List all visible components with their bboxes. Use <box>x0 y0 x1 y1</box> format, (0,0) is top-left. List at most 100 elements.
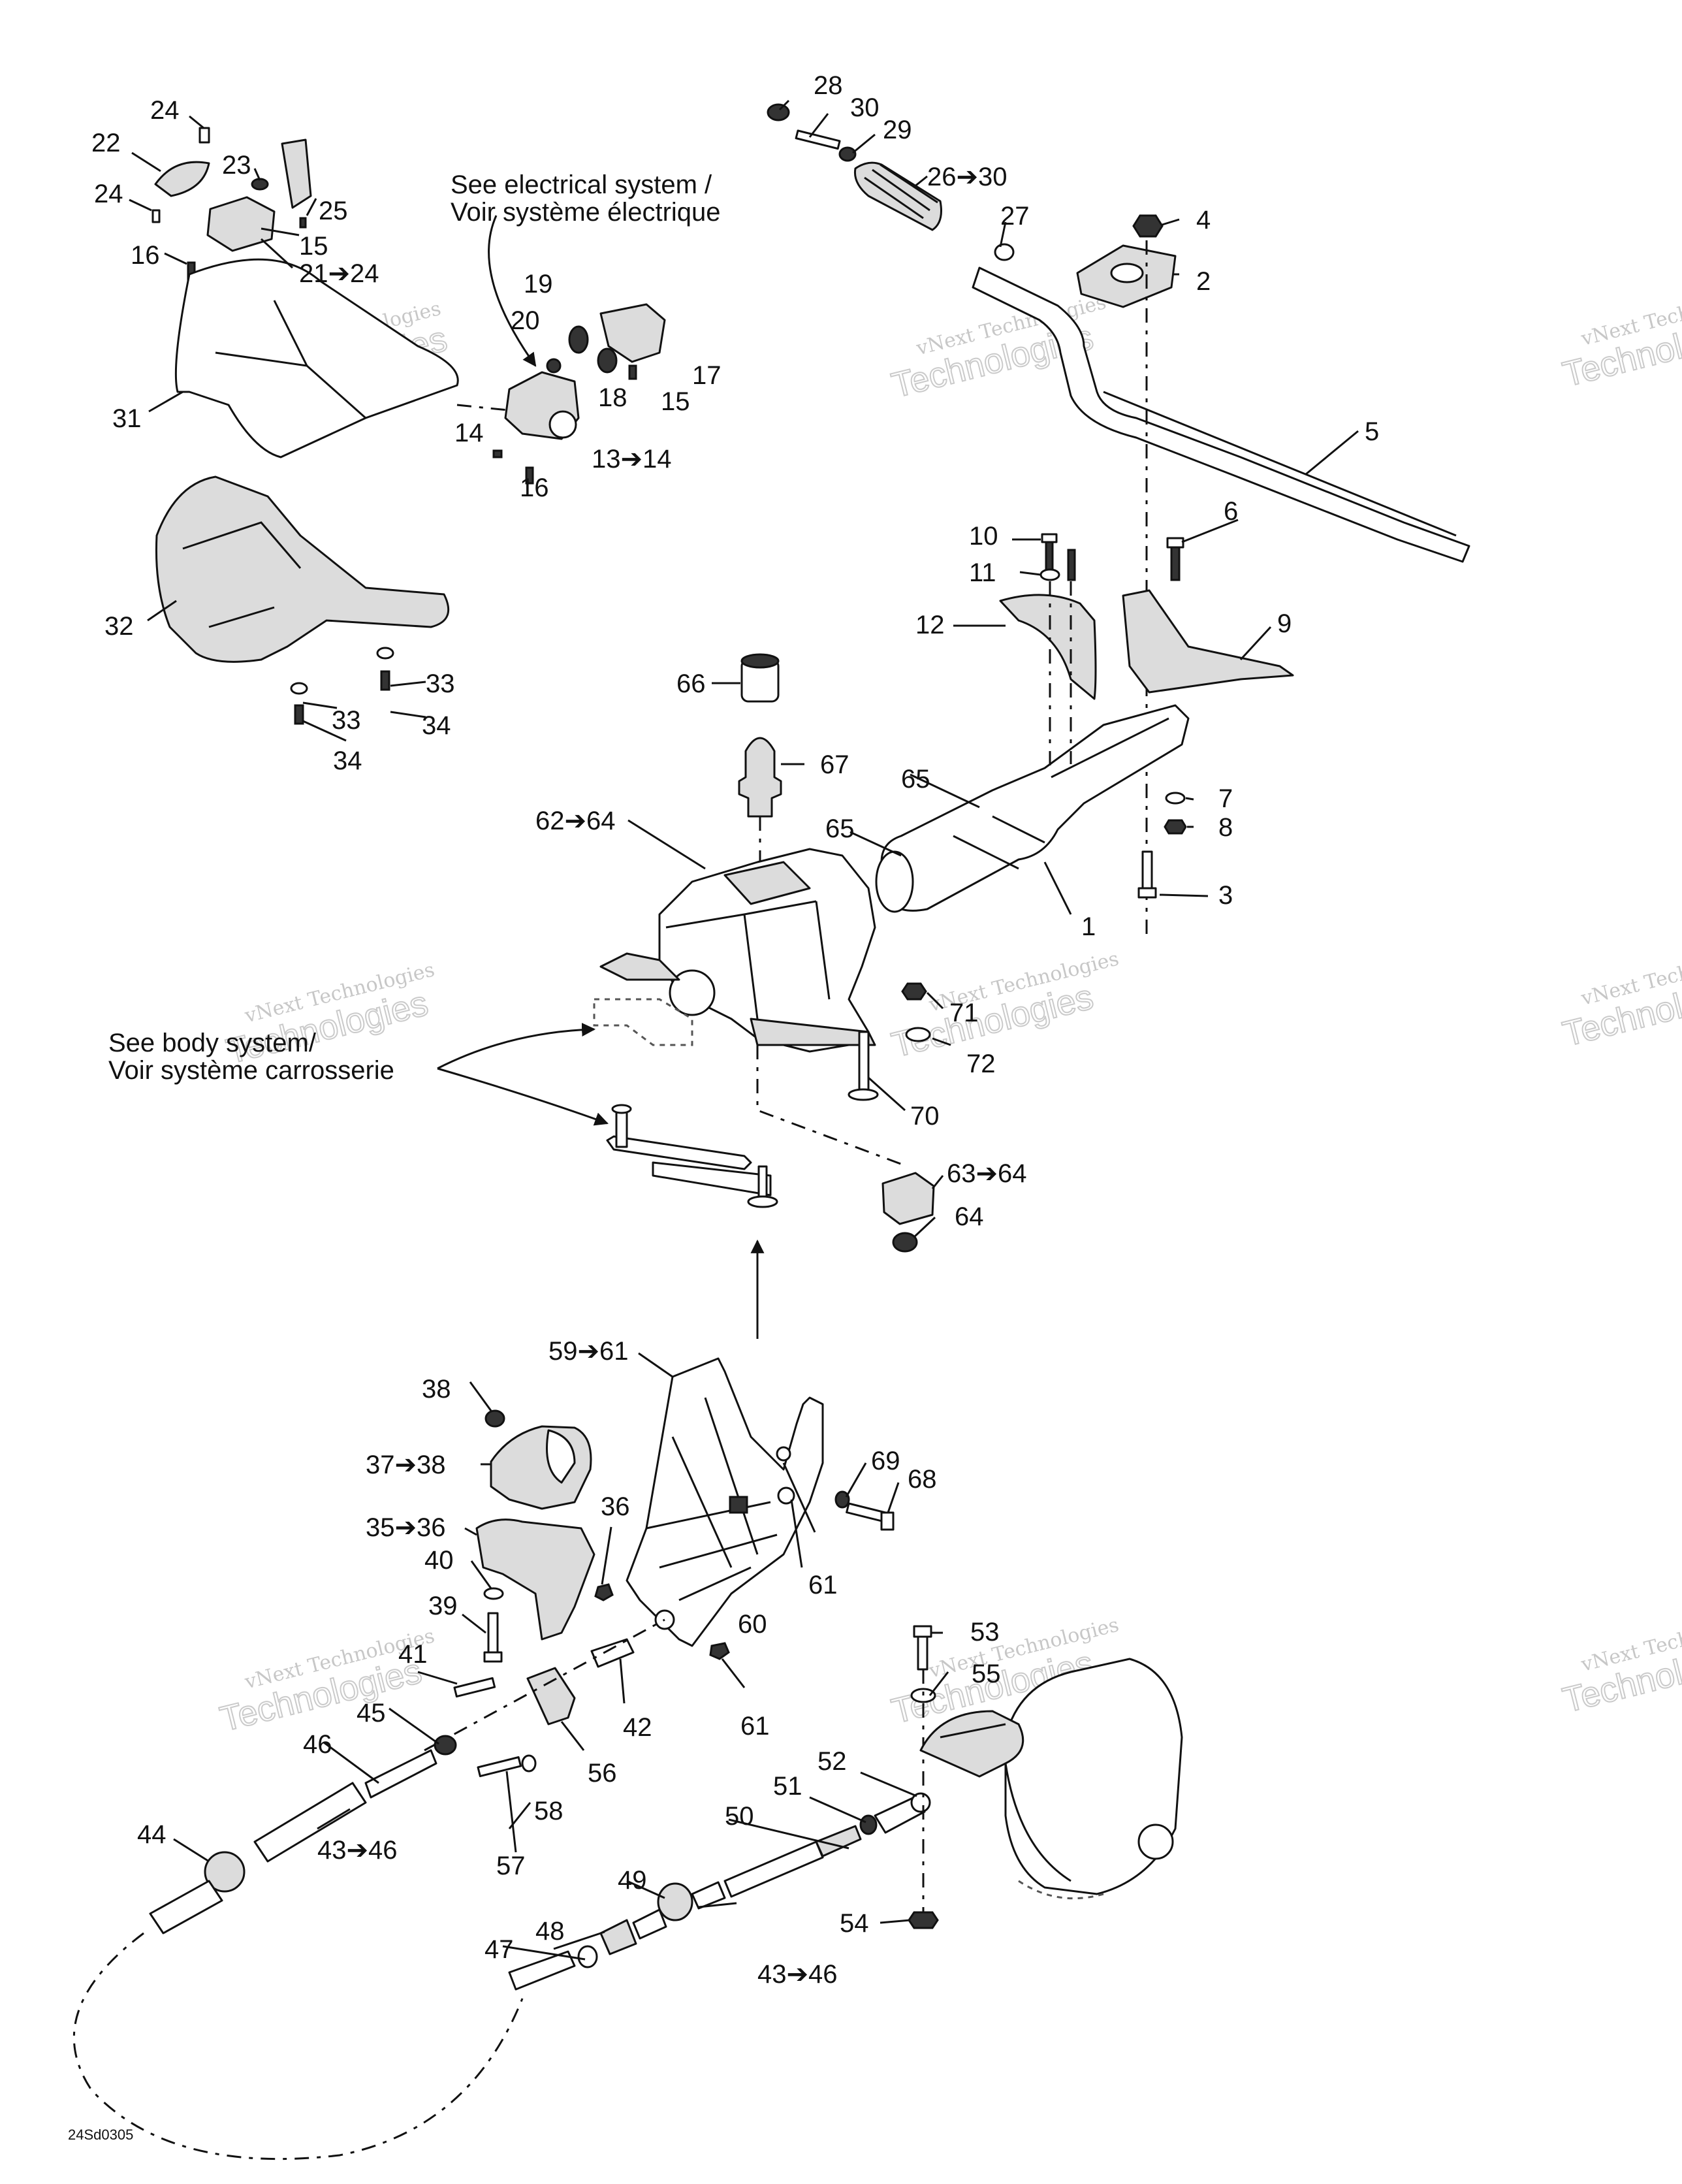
ball-joint-icon <box>910 1792 931 1813</box>
bolt-icon <box>1166 537 1184 549</box>
callout-49: 49 <box>618 1866 647 1895</box>
callout-62-64: 62➔64 <box>535 807 616 835</box>
column-end-icon <box>875 850 914 913</box>
stud-base-icon <box>747 1195 778 1208</box>
cap-icon <box>154 161 210 197</box>
cable-sleeve-icon <box>632 1908 667 1940</box>
mount-base-icon <box>750 1018 876 1046</box>
callout-50: 50 <box>725 1802 754 1831</box>
callout-27: 27 <box>1000 202 1030 231</box>
callout-4: 4 <box>1196 206 1211 234</box>
handlebar-cover-icon <box>174 258 459 458</box>
electrical-note-line2: Voir système électrique <box>451 198 721 227</box>
callout-24: 24 <box>94 180 123 208</box>
steering-arm-icon <box>626 1357 824 1647</box>
callout-34: 34 <box>422 711 451 740</box>
callout-31: 31 <box>112 404 142 433</box>
bracket-cap-icon <box>490 1425 592 1510</box>
lever-icon <box>526 1667 576 1726</box>
stud-icon <box>615 1109 628 1148</box>
callout-53: 53 <box>970 1618 1000 1646</box>
nut-icon <box>901 982 927 1001</box>
callout-43-46: 43➔46 <box>757 1960 838 1989</box>
callout-15: 15 <box>661 387 690 416</box>
callout-17: 17 <box>692 361 722 390</box>
screw-icon <box>380 670 390 691</box>
bolt-icon <box>1137 887 1157 899</box>
stud-icon <box>738 737 782 818</box>
bolt-icon <box>453 1677 496 1698</box>
body-note-line1: See body system/ <box>108 1029 317 1057</box>
callout-leaders <box>129 99 1359 1961</box>
callout-60: 60 <box>738 1610 767 1639</box>
callout-69: 69 <box>871 1447 900 1475</box>
callout-55: 55 <box>972 1660 1001 1688</box>
stud-icon <box>757 1165 768 1198</box>
callout-43-46: 43➔46 <box>317 1836 398 1865</box>
callout-19: 19 <box>524 270 553 298</box>
bolt-icon <box>795 129 841 150</box>
washer-icon <box>834 1490 850 1509</box>
callout-39: 39 <box>428 1592 458 1620</box>
callout-2: 2 <box>1196 267 1211 296</box>
callout-37-38: 37➔38 <box>366 1451 446 1479</box>
callout-42: 42 <box>623 1713 652 1742</box>
callout-30: 30 <box>850 93 880 122</box>
nut-icon <box>434 1735 457 1756</box>
contact-icon <box>546 358 562 374</box>
switch-knob-icon <box>548 410 577 439</box>
callout-18: 18 <box>598 383 627 412</box>
nut-icon <box>1164 819 1187 835</box>
cable-rod-icon <box>815 1825 862 1857</box>
cable-fitting-icon <box>204 1851 246 1893</box>
mount-rail-icon <box>652 1161 772 1196</box>
lower-bracket-icon <box>475 1518 595 1641</box>
nozzle-icon <box>1004 1658 1183 1895</box>
bolt-head-icon <box>483 1651 503 1663</box>
reference-notes: See electrical system / Voir système éle… <box>68 170 721 2143</box>
switch-cover-icon <box>599 303 666 363</box>
diagram-code: 24Sd0305 <box>68 2127 133 2143</box>
cable-end-icon <box>364 1749 437 1799</box>
callout-1: 1 <box>1081 912 1096 941</box>
callout-65: 65 <box>825 814 855 843</box>
washer-icon <box>290 682 308 695</box>
callout-13-14: 13➔14 <box>592 445 672 474</box>
stud-icon <box>858 1031 870 1092</box>
callout-44: 44 <box>137 1820 167 1849</box>
callout-58: 58 <box>534 1797 563 1825</box>
callout-51: 51 <box>773 1772 802 1801</box>
nut-icon <box>492 449 503 458</box>
callout-35-36: 35➔36 <box>366 1513 446 1542</box>
callout-67: 67 <box>820 750 849 779</box>
callout-33: 33 <box>426 669 455 698</box>
callout-64: 64 <box>955 1202 984 1231</box>
callout-61: 61 <box>808 1571 838 1599</box>
screw-icon <box>151 209 161 223</box>
stop-icon <box>729 1496 748 1514</box>
washer-icon <box>1039 568 1060 581</box>
callout-59-61: 59➔61 <box>548 1337 629 1366</box>
callout-33: 33 <box>332 706 361 735</box>
callout-71: 71 <box>949 999 979 1027</box>
callout-40: 40 <box>424 1546 454 1575</box>
nut-icon <box>908 1911 939 1929</box>
callout-66: 66 <box>676 669 706 698</box>
bolt-icon <box>1141 850 1153 892</box>
callout-11: 11 <box>969 558 996 587</box>
cable-sheath-icon <box>253 1782 367 1863</box>
bushing-icon <box>776 1446 791 1462</box>
callout-36: 36 <box>601 1492 630 1521</box>
callout-6: 6 <box>1224 497 1238 526</box>
callout-21-24: 21➔24 <box>299 259 379 288</box>
switch-housing-assembly <box>456 215 666 485</box>
callout-14: 14 <box>454 419 484 447</box>
screw-icon <box>628 364 637 380</box>
support-plate-icon <box>1122 589 1294 694</box>
housing-cap-icon <box>723 861 811 905</box>
callout-16: 16 <box>520 474 549 502</box>
callout-7: 7 <box>1218 784 1233 813</box>
callout-22: 22 <box>91 129 121 157</box>
cable-sleeve-icon <box>691 1881 726 1910</box>
